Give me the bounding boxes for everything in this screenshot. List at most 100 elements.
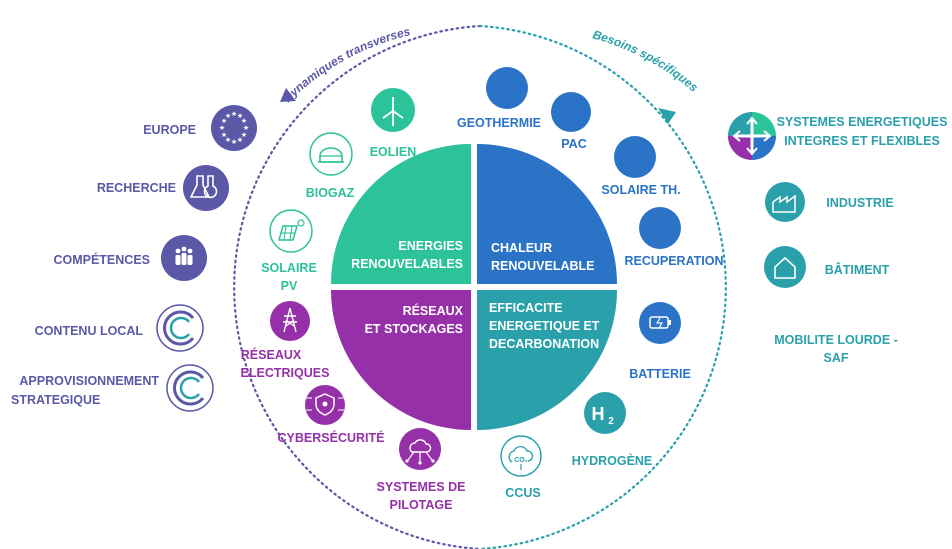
svg-text:★: ★: [221, 117, 227, 125]
transverse-recherche: RECHERCHE: [97, 165, 229, 211]
item-systemes-pilotage: SYSTEMES DE PILOTAGE: [377, 428, 466, 512]
svg-text:★: ★: [221, 131, 227, 139]
hydrogene-label: HYDROGÈNE: [572, 453, 653, 468]
svg-text:★: ★: [241, 131, 247, 139]
biogaz-label: BIOGAZ: [306, 186, 355, 200]
quadrant-br-line3: DECARBONATION: [489, 337, 599, 351]
quadrant-tr-line1: CHALEUR: [491, 241, 552, 255]
batiment-label: BÂTIMENT: [825, 262, 890, 277]
solar-panel-icon: [269, 209, 313, 253]
quadrant-bl-line2: ET STOCKAGES: [365, 322, 463, 336]
item-pac: PAC: [551, 92, 591, 151]
solaire-pv-label-1: SOLAIRE: [261, 261, 317, 275]
recuperation-icon: [639, 207, 681, 249]
transverse-contenu-local: CONTENU LOCAL: [35, 304, 204, 352]
quadrant-tl-line2: RENOUVELABLES: [351, 257, 463, 271]
house-icon: [764, 246, 806, 288]
quadrant-chaleur-renouvelable: [477, 144, 617, 284]
systemes-pilotage-label-2: PILOTAGE: [390, 498, 453, 512]
h2-symbol: H: [592, 404, 605, 424]
ring-c-icon: [166, 364, 214, 412]
cloud-network-icon: [399, 428, 441, 470]
approvisionnement-label-2: STRATEGIQUE: [11, 393, 100, 407]
svg-text:★: ★: [241, 117, 247, 125]
solaire-th-label: SOLAIRE TH.: [601, 183, 680, 197]
recherche-label: RECHERCHE: [97, 181, 176, 195]
quadrant-br-line1: EFFICACITE: [489, 301, 563, 315]
factory-icon: [765, 182, 805, 222]
quadrant-br-line2: ENERGETIQUE ET: [489, 319, 600, 333]
item-solaire-th: SOLAIRE TH.: [601, 136, 681, 197]
svg-text:★: ★: [231, 138, 237, 146]
svg-text:★: ★: [237, 112, 243, 120]
outer-dotted-circle-left: [233, 24, 482, 549]
eolien-label: EOLIEN: [370, 145, 417, 159]
people-icon: [161, 235, 207, 281]
svg-text:CO₂: CO₂: [514, 457, 528, 464]
item-hydrogene: H 2 HYDROGÈNE: [572, 392, 653, 468]
solaire-pv-label-2: PV: [281, 279, 298, 293]
systemes-pilotage-label-1: SYSTEMES DE: [377, 480, 466, 494]
h2-subscript: 2: [608, 416, 614, 427]
svg-text:★: ★: [225, 112, 231, 120]
transverse-competences: COMPÉTENCES: [53, 235, 207, 281]
svg-text:★: ★: [219, 124, 225, 132]
item-reseaux-electriques: RÉSEAUX ELECTRIQUES: [241, 301, 330, 380]
need-systemes-energetiques: SYSTEMES ENERGETIQUES INTEGRES ET FLEXIB…: [728, 112, 947, 160]
reseaux-electriques-label-2: ELECTRIQUES: [241, 366, 330, 380]
need-mobilite: MOBILITE LOURDE - SAF: [774, 333, 898, 365]
transverse-approvisionnement: APPROVISIONNEMENT STRATEGIQUE: [11, 364, 214, 412]
arrow-left-head: [280, 88, 296, 102]
h2-icon: H 2: [584, 392, 626, 434]
item-cybersecurite: CYBERSÉCURITÉ: [278, 385, 384, 445]
approvisionnement-label-1: APPROVISIONNEMENT: [19, 374, 159, 388]
item-geothermie: GEOTHERMIE: [457, 67, 541, 130]
svg-text:★: ★: [237, 136, 243, 144]
systemes-label-2: INTEGRES ET FLEXIBLES: [784, 134, 940, 148]
reseaux-electriques-label-1: RÉSEAUX: [241, 347, 302, 362]
item-recuperation: RECUPERATION: [624, 207, 724, 268]
svg-text:★: ★: [225, 136, 231, 144]
mobilite-label-1: MOBILITE LOURDE -: [774, 333, 898, 347]
svg-text:★: ★: [231, 110, 237, 118]
ring-c-icon: [156, 304, 204, 352]
eu-stars-icon: ★ ★ ★ ★ ★ ★ ★ ★ ★ ★ ★ ★: [211, 105, 257, 151]
arc-label-besoins: Besoins spécifiques: [591, 27, 701, 94]
arrow-right-head: [658, 108, 676, 124]
wind-turbine-icon: [371, 88, 415, 132]
need-industrie: INDUSTRIE: [765, 182, 894, 222]
solaire-th-icon: [614, 136, 656, 178]
svg-text:★: ★: [243, 124, 249, 132]
flask-icon: [183, 165, 229, 211]
quadrant-tl-line1: ENERGIES: [398, 239, 463, 253]
batterie-label: BATTERIE: [629, 367, 691, 381]
quadrant-efficacite: [477, 290, 617, 430]
ccus-label: CCUS: [505, 486, 540, 500]
co2-capture-icon: CO₂: [500, 435, 542, 477]
item-eolien: EOLIEN: [370, 88, 417, 159]
quadrant-reseaux-stockages: [331, 290, 471, 430]
need-batiment: BÂTIMENT: [764, 246, 890, 288]
flexible-systems-arrows-icon: [728, 112, 776, 160]
industrie-label: INDUSTRIE: [826, 196, 893, 210]
quadrant-tr-line2: RENOUVELABLE: [491, 259, 594, 273]
mobilite-label-2: SAF: [824, 351, 849, 365]
pylon-icon: [270, 301, 310, 341]
item-ccus: CO₂ CCUS: [500, 435, 542, 500]
outer-dotted-circle-right: [478, 24, 727, 549]
competences-label: COMPÉTENCES: [53, 252, 150, 267]
systemes-label-1: SYSTEMES ENERGETIQUES: [777, 115, 948, 129]
shield-icon: [305, 385, 345, 425]
geothermie-icon: [486, 67, 528, 109]
transverse-europe: EUROPE ★ ★ ★ ★ ★ ★ ★ ★ ★ ★ ★ ★: [143, 105, 257, 151]
contenu-local-label: CONTENU LOCAL: [35, 324, 144, 338]
recuperation-label: RECUPERATION: [624, 254, 723, 268]
pac-label: PAC: [561, 137, 586, 151]
item-biogaz: BIOGAZ: [306, 132, 355, 200]
quadrant-bl-line1: RÉSEAUX: [403, 303, 464, 318]
item-batterie: BATTERIE: [629, 302, 691, 381]
pac-icon: [551, 92, 591, 132]
quadrant-energies-renouvelables: [331, 144, 471, 284]
geothermie-label: GEOTHERMIE: [457, 116, 541, 130]
